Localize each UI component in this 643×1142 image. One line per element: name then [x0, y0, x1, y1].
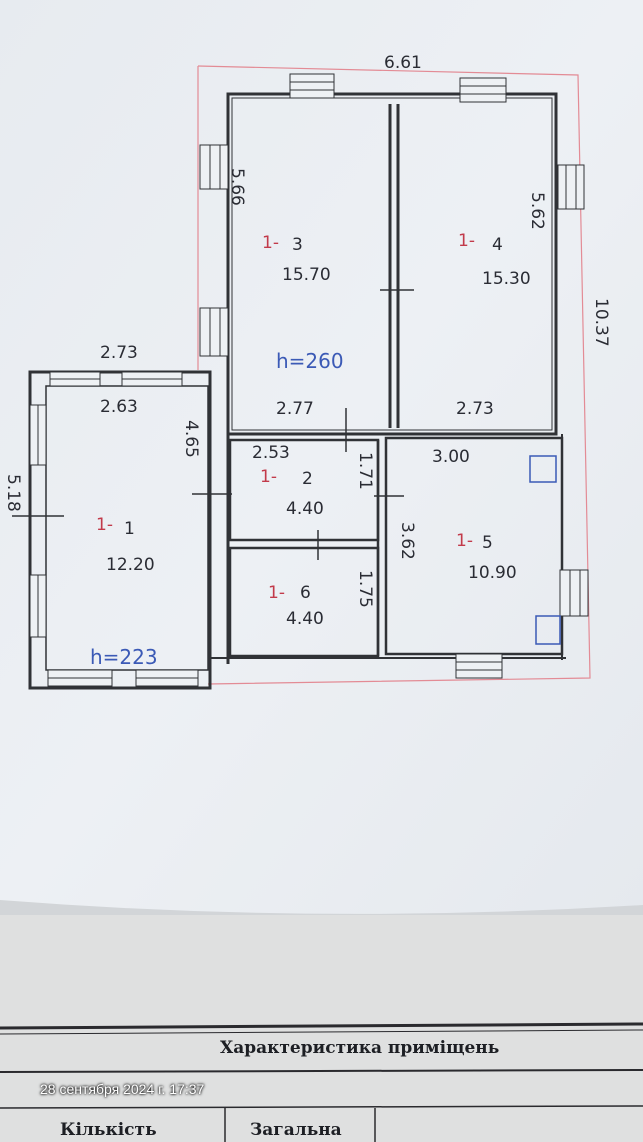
room4-number: 4 [492, 235, 503, 255]
room2-number: 2 [302, 469, 313, 489]
dim-room1-inner-side: 4.65 [181, 420, 201, 458]
room5-number: 5 [482, 533, 493, 553]
walls [28, 92, 566, 690]
windows [29, 73, 589, 687]
door-marks [12, 289, 414, 560]
dim-mid-right: 2.73 [456, 399, 494, 419]
dim-room2-side: 1.71 [355, 452, 375, 490]
room2-area: 4.40 [286, 499, 324, 519]
dim-room2-width: 2.53 [252, 443, 290, 463]
dim-room3-side: 5.66 [227, 168, 247, 206]
dim-overall-right: 10.37 [591, 298, 611, 347]
dim-room6-side: 1.75 [355, 570, 375, 608]
dim-room1-side: 5.18 [3, 474, 23, 512]
room6-area: 4.40 [286, 609, 324, 629]
plan-paper [0, 0, 643, 915]
red-outline [197, 65, 591, 685]
sink-icon [535, 615, 561, 645]
room3-area: 15.70 [282, 265, 331, 285]
photo-timestamp: 28 сентября 2024 г. 17:37 [40, 1081, 205, 1097]
room3-number: 3 [292, 235, 303, 255]
dim-room4-side: 5.62 [527, 192, 547, 230]
dim-room5-width: 3.00 [432, 447, 470, 467]
room1-number: 1 [124, 519, 135, 539]
dim-room1-top-inner: 2.63 [100, 397, 138, 417]
room1-prefix: 1- [96, 515, 113, 535]
dim-room1-top-outer: 2.73 [100, 343, 138, 363]
height-main: h=260 [276, 349, 344, 373]
stove-icon [529, 455, 557, 483]
room4-prefix: 1- [458, 231, 475, 251]
room5-area: 10.90 [468, 563, 517, 583]
room4-area: 15.30 [482, 269, 531, 289]
room2-prefix: 1- [260, 467, 277, 487]
form-column-count: Кількість [60, 1120, 157, 1140]
height-room1: h=223 [90, 645, 158, 669]
dim-overall-top: 6.61 [384, 53, 422, 73]
room6-number: 6 [300, 583, 311, 603]
room3-prefix: 1- [262, 233, 279, 253]
form-title: Характеристика приміщень [220, 1038, 500, 1058]
room6-prefix: 1- [268, 583, 285, 603]
room5-prefix: 1- [456, 531, 473, 551]
dim-mid-left: 2.77 [276, 399, 314, 419]
dim-room5-side: 3.62 [397, 522, 417, 560]
form-column-total: Загальна [250, 1120, 342, 1140]
room1-area: 12.20 [106, 555, 155, 575]
